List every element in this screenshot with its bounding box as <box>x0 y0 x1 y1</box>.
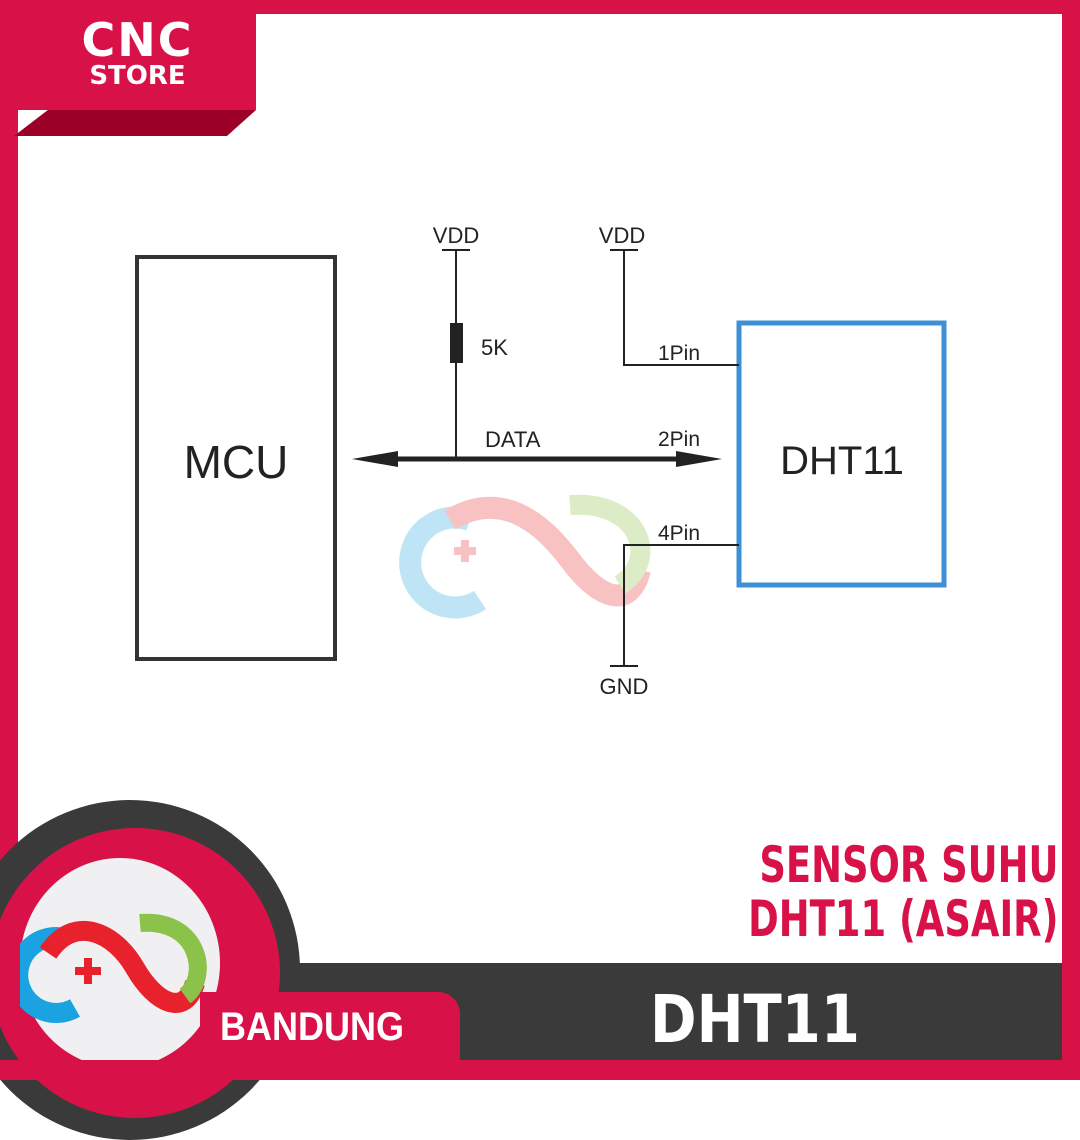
location-label: BANDUNG <box>220 1005 404 1049</box>
arrow-right-icon <box>676 451 722 467</box>
mcu-label: MCU <box>184 436 289 488</box>
brand-badge <box>8 858 220 1068</box>
infinity-logo-icon <box>8 913 207 1023</box>
vdd-left-label: VDD <box>433 223 479 248</box>
arrow-left-icon <box>352 451 398 467</box>
data-label: DATA <box>485 427 541 452</box>
store-logo <box>14 0 256 110</box>
pin1-label: 1Pin <box>658 342 700 365</box>
pin2-label: 2Pin <box>658 428 700 451</box>
logo-text-cnc: CNC <box>81 13 194 67</box>
sensor-label: DHT11 <box>780 439 904 483</box>
gnd-wire <box>623 544 739 666</box>
mcu-box <box>135 255 337 661</box>
store-logo-shadow <box>14 110 256 136</box>
title-line-1: SENSOR SUHU <box>758 836 1058 894</box>
vdd-right-label: VDD <box>599 223 645 248</box>
watermark-logo <box>399 494 651 619</box>
bottom-border <box>0 1060 1080 1080</box>
title-line-2: DHT11 (ASAIR) <box>747 890 1058 948</box>
model-label: DHT11 <box>650 981 860 1058</box>
product-title: SENSOR SUHU DHT11 (ASAIR) <box>748 838 1058 946</box>
logo-text-store: STORE <box>89 61 186 91</box>
circuit-diagram: MCU DHT11 VDD 5K DATA VDD 1Pin 2Pin 4Pin… <box>135 223 947 699</box>
location-tab: BANDUNG <box>200 992 460 1062</box>
resistor <box>450 323 463 363</box>
gnd-label: GND <box>600 674 649 699</box>
pin4-label: 4Pin <box>658 522 700 545</box>
resistor-label: 5K <box>481 335 508 360</box>
vdd-wire <box>623 250 739 366</box>
sensor-box <box>736 320 947 588</box>
